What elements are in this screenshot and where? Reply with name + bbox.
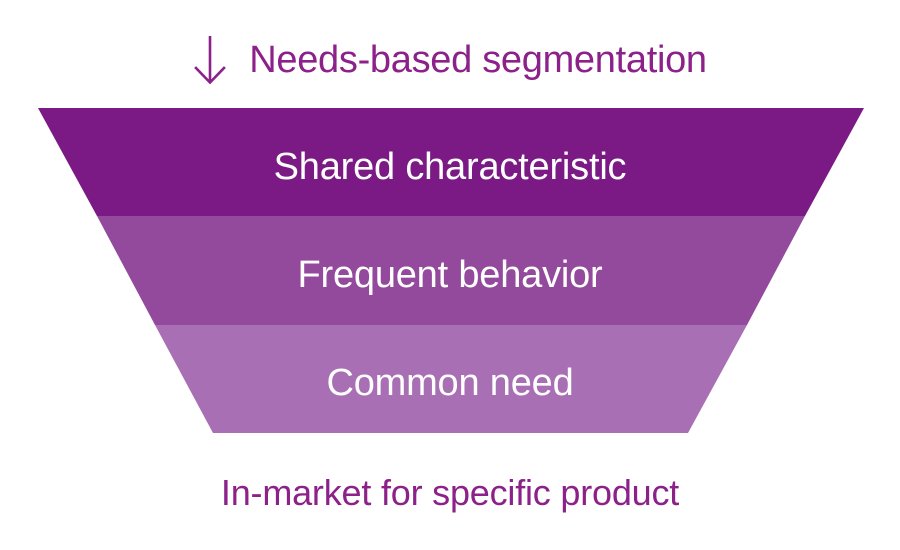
arrow-down-icon xyxy=(194,36,227,85)
funnel-band-shape-0[interactable] xyxy=(38,108,864,216)
funnel-caption: In-market for specific product xyxy=(220,472,680,513)
diagram-header: Needs-based segmentation xyxy=(0,28,900,92)
funnel-band-shape-2[interactable] xyxy=(155,325,747,433)
funnel-chart: Shared characteristic Frequent behavior … xyxy=(0,108,900,433)
funnel-band-shape-1[interactable] xyxy=(97,216,805,325)
funnel-shape xyxy=(38,108,864,433)
page-title: Needs-based segmentation xyxy=(249,39,707,81)
